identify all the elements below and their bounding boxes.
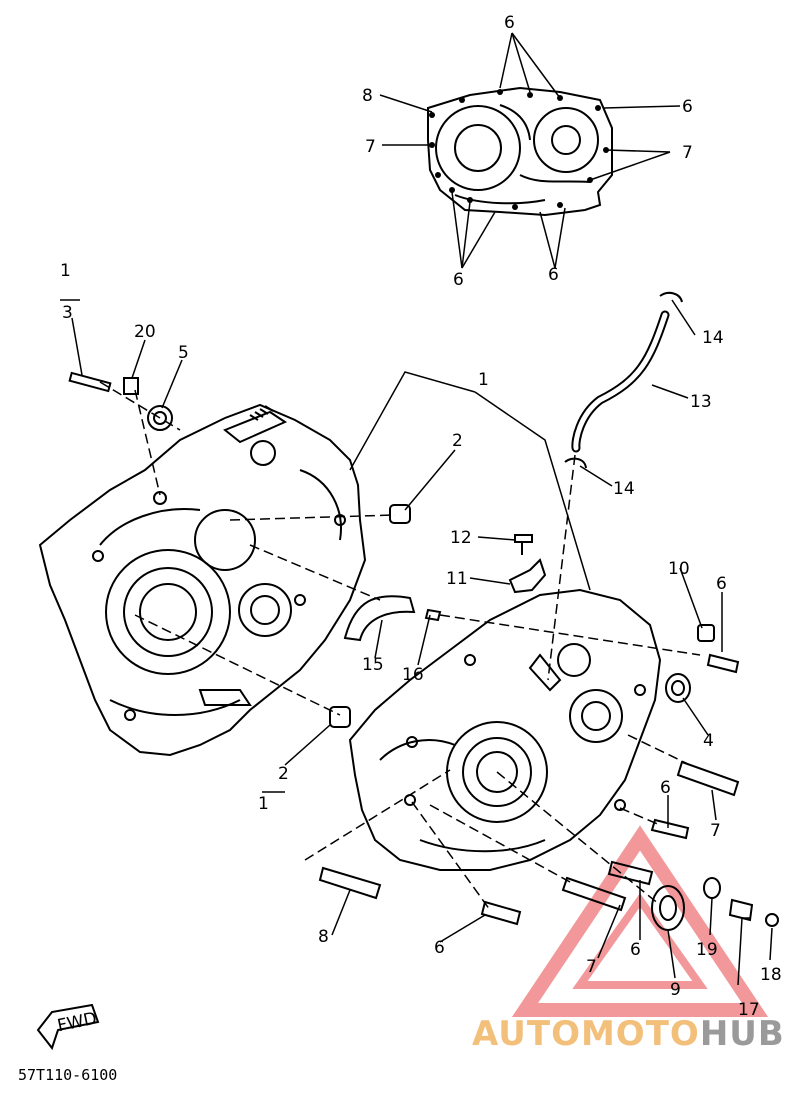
right-crankcase-half (348, 588, 662, 871)
bolt-6-lower-b (607, 860, 654, 886)
retainer-plate (343, 595, 416, 642)
inset-crankcase-view (427, 86, 613, 217)
callout-numbers: 6 8 6 7 7 6 6 1 3 20 5 1 2 14 13 14 12 1… (60, 13, 782, 1020)
callout-17: 17 (738, 1000, 760, 1020)
plate-screw (424, 608, 442, 622)
bolt-6-lower (480, 900, 522, 926)
breather-hose (571, 310, 670, 453)
callout-14: 14 (702, 328, 724, 348)
callout-6: 6 (682, 97, 693, 117)
hose-clip-lower (564, 457, 587, 469)
callout-2: 2 (278, 764, 289, 784)
callout-leaders (60, 299, 773, 986)
bolt-8-lower (318, 866, 382, 900)
bolt-7-lower (561, 876, 627, 912)
bolt-7-right (676, 760, 740, 797)
callout-6: 6 (434, 938, 445, 958)
callout-7: 7 (586, 957, 597, 977)
callout-11: 11 (446, 569, 468, 589)
callout-1: 1 (60, 261, 71, 281)
seal-4-part (665, 673, 691, 703)
parts (68, 291, 779, 931)
callout-12: 12 (450, 528, 472, 548)
callout-18: 18 (760, 965, 782, 985)
callout-20: 20 (134, 322, 156, 342)
watermark-text: AUTOMOTOHUB (472, 1014, 785, 1054)
diagram-part-code: 57T110-6100 (18, 1066, 117, 1084)
left-crankcase-half (38, 403, 367, 757)
callout-6: 6 (630, 940, 641, 960)
bolt-6-right-a (706, 653, 740, 674)
callout-6: 6 (504, 13, 515, 33)
callout-10: 10 (668, 559, 690, 579)
callout-4: 4 (703, 731, 714, 751)
callout-8: 8 (318, 927, 329, 947)
stud-part (68, 371, 112, 393)
callout-6: 6 (716, 574, 727, 594)
callout-1: 1 (258, 794, 269, 814)
dowel-pin-upper (389, 504, 411, 524)
callout-9: 9 (670, 980, 681, 1000)
callout-14: 14 (613, 479, 635, 499)
callout-2: 2 (452, 431, 463, 451)
callout-7: 7 (682, 143, 693, 163)
forward-arrow: FWD (36, 1003, 100, 1051)
stopper-part (697, 624, 715, 642)
callout-13: 13 (690, 392, 712, 412)
bolt-6-right-b (650, 818, 690, 840)
callout-5: 5 (178, 343, 189, 363)
callout-15: 15 (362, 655, 384, 675)
bracket-part (508, 558, 547, 594)
callout-1: 1 (478, 370, 489, 390)
callout-6: 6 (453, 270, 464, 290)
assembly-lines (99, 381, 701, 911)
washer-18 (765, 913, 779, 927)
callout-19: 19 (696, 940, 718, 960)
watermark-part2: HUB (699, 1014, 785, 1054)
dowel-pin-lower (329, 706, 351, 728)
callout-7: 7 (710, 821, 721, 841)
drain-plug-17 (728, 898, 754, 922)
callout-16: 16 (402, 665, 424, 685)
callout-6: 6 (548, 265, 559, 285)
inset-leader-lines (379, 32, 681, 269)
callout-3: 3 (62, 303, 73, 323)
hose-clip-upper (659, 291, 683, 303)
watermark-part1: AUTOMOTO (472, 1014, 700, 1054)
screw-part (514, 534, 533, 555)
oil-seal-part (147, 405, 173, 431)
callout-8: 8 (362, 86, 373, 106)
callout-7: 7 (365, 137, 376, 157)
callout-6: 6 (660, 778, 671, 798)
washer-19 (703, 877, 721, 899)
plug-part (123, 377, 139, 395)
